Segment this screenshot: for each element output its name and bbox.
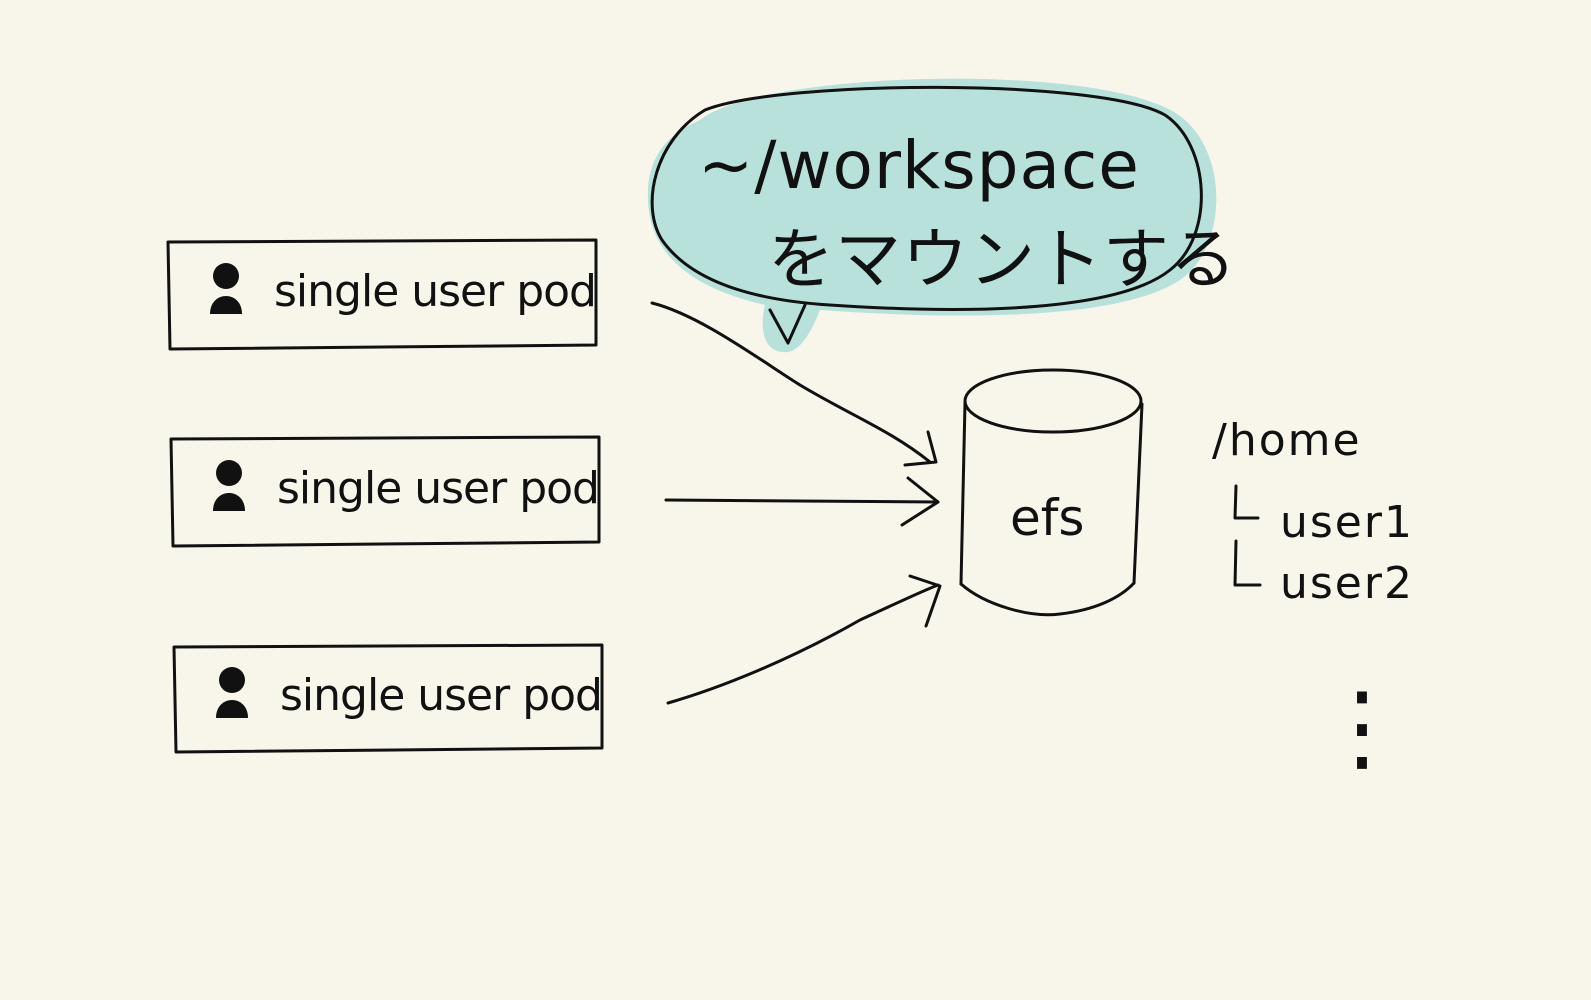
- speech-bubble: ~/workspace をマウントする: [647, 78, 1237, 353]
- pod-label: single user pod: [277, 463, 599, 514]
- person-icon: [210, 263, 242, 314]
- arrow-2: [664, 476, 940, 527]
- tree-child-1: user1: [1280, 497, 1414, 548]
- pod-box-outline: [169, 435, 601, 548]
- tree-branch-2: [1233, 539, 1262, 587]
- bubble-line-2: をマウントする: [768, 221, 1237, 298]
- bubble-line-1: ~/workspace: [698, 127, 1140, 204]
- arrow-1: [650, 301, 938, 467]
- tree-child-2: user2: [1280, 558, 1414, 609]
- person-icon: [213, 460, 245, 511]
- pod-box-outline: [172, 643, 604, 754]
- efs-label: efs: [1010, 489, 1084, 547]
- bubble-tail: [768, 303, 807, 345]
- pod-label: single user pod: [280, 670, 602, 721]
- arrow-3: [666, 574, 942, 705]
- tree-continuation: ⋮: [1314, 671, 1410, 783]
- pod-box-outline: [166, 238, 598, 351]
- pod-box-1: single user pod: [166, 238, 598, 351]
- tree-branch-1: [1233, 484, 1260, 520]
- home-tree: /home user1 user2 ⋮: [1212, 415, 1414, 783]
- tree-root: /home: [1212, 415, 1362, 466]
- person-icon: [216, 667, 248, 718]
- bubble-outline: [650, 85, 1203, 311]
- pod-label: single user pod: [274, 266, 596, 317]
- pod-box-2: single user pod: [169, 435, 601, 548]
- bubble-fill: [647, 78, 1217, 353]
- pod-box-3: single user pod: [172, 643, 604, 754]
- efs-cylinder: efs: [959, 368, 1144, 617]
